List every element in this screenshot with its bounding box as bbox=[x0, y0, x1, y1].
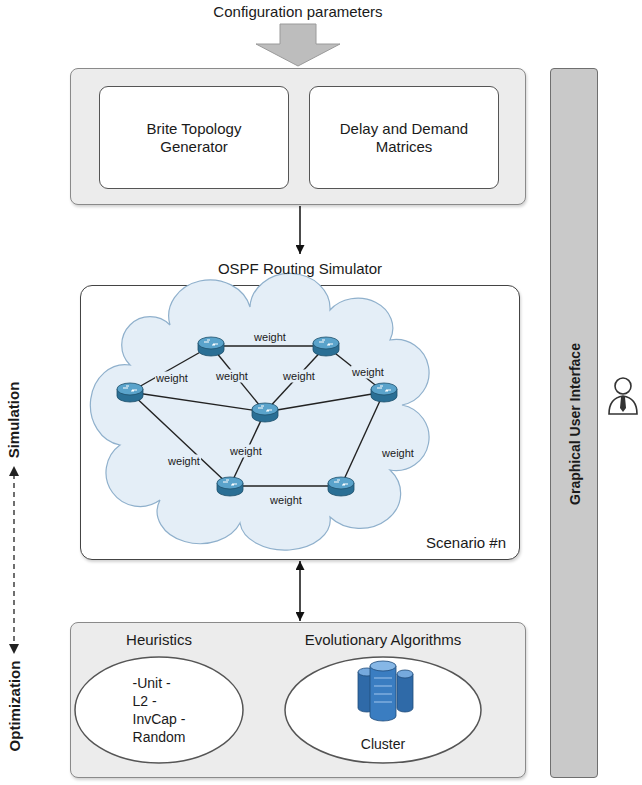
arrowhead bbox=[9, 644, 19, 654]
drawing-part bbox=[374, 678, 392, 702]
bar-label: Graphical User Interface bbox=[566, 343, 584, 505]
drawing-part bbox=[252, 403, 278, 422]
link-weight: weight bbox=[229, 445, 263, 458]
side-label: Simulation bbox=[5, 382, 23, 459]
drawing-part bbox=[130, 346, 211, 392]
drawing-part bbox=[198, 337, 224, 356]
dashed-double-arrow bbox=[13, 474, 14, 646]
drawing-part bbox=[230, 485, 341, 486]
optimization-panel: OptimizationHeuristics-Unit -L2 -InvCap … bbox=[70, 622, 526, 778]
drawing-part bbox=[358, 668, 376, 676]
drawing-part bbox=[328, 477, 354, 496]
process-box: Delay and Demand Matrices bbox=[309, 86, 499, 189]
drawing-part bbox=[397, 670, 413, 678]
process-box: Brite Topology Generator bbox=[99, 86, 289, 189]
arrowhead bbox=[9, 466, 19, 476]
evolutionary-ellipse: Evolutionary AlgorithmsCluster bbox=[283, 631, 483, 767]
drawing-part bbox=[370, 666, 396, 721]
flow-arrow bbox=[299, 206, 301, 254]
drawing-part bbox=[341, 392, 384, 486]
box-heading: OSPF Routing Simulator bbox=[80, 260, 520, 278]
panel-heading: Configuration parameters bbox=[71, 3, 525, 21]
drawing-part bbox=[326, 346, 384, 392]
drawing-part bbox=[211, 345, 326, 346]
ellipse-shape bbox=[75, 657, 243, 763]
drawing-part bbox=[217, 477, 243, 496]
gui-bar: Graphical User Interface bbox=[550, 68, 598, 778]
input-arrow bbox=[256, 24, 340, 66]
drawing-part bbox=[371, 383, 397, 402]
box-frame bbox=[80, 285, 520, 560]
drawing-part bbox=[130, 392, 230, 486]
drawing-part bbox=[609, 396, 637, 414]
ellipse-heading: Heuristics bbox=[73, 631, 245, 649]
link-weight: weight bbox=[282, 370, 316, 383]
input-panel: Configuration parametersBrite Topology G… bbox=[70, 68, 526, 205]
ellipse-outline bbox=[73, 655, 245, 765]
scenario-label: Scenario #n bbox=[426, 534, 506, 552]
link-weight: weight bbox=[155, 372, 189, 385]
drawing-part bbox=[265, 392, 384, 412]
link-weight: weight bbox=[381, 447, 415, 460]
drawing-part bbox=[130, 392, 265, 412]
link-weight: weight bbox=[253, 331, 287, 344]
box-label: Delay and Demand Matrices bbox=[324, 120, 484, 156]
drawing-part bbox=[230, 412, 265, 486]
cluster-icon bbox=[358, 661, 413, 721]
side-label: Optimization bbox=[6, 661, 24, 752]
box-label: Brite Topology Generator bbox=[119, 120, 269, 156]
icon-caption: Cluster bbox=[283, 735, 483, 753]
drawing-part bbox=[211, 346, 265, 412]
link-weight: weight bbox=[167, 455, 201, 468]
link-weight: weight bbox=[269, 494, 303, 507]
drawing-part bbox=[615, 378, 631, 394]
drawing-part bbox=[358, 672, 376, 712]
network-illustration bbox=[90, 273, 429, 550]
ellipse-heading: Evolutionary Algorithms bbox=[283, 631, 483, 649]
drawing-part bbox=[117, 383, 143, 402]
drawing-part bbox=[265, 346, 326, 412]
cloud-shape bbox=[90, 273, 429, 550]
flow-arrow bbox=[299, 561, 301, 621]
method-list: -Unit -L2 -InvCap -Random bbox=[133, 674, 186, 746]
heuristics-ellipse: Heuristics -Unit -L2 -InvCap -Random bbox=[73, 631, 245, 767]
drawing-part bbox=[397, 674, 413, 712]
drawing-part bbox=[620, 397, 626, 412]
network-links bbox=[130, 346, 384, 486]
link-weight: weight bbox=[215, 370, 249, 383]
link-weight: weight bbox=[351, 366, 385, 379]
drawing-part bbox=[313, 337, 339, 356]
simulator-box: OSPF Routing SimulatorScenario #nSimulat… bbox=[80, 255, 520, 560]
user-icon bbox=[609, 378, 637, 414]
drawing-part bbox=[370, 661, 396, 671]
